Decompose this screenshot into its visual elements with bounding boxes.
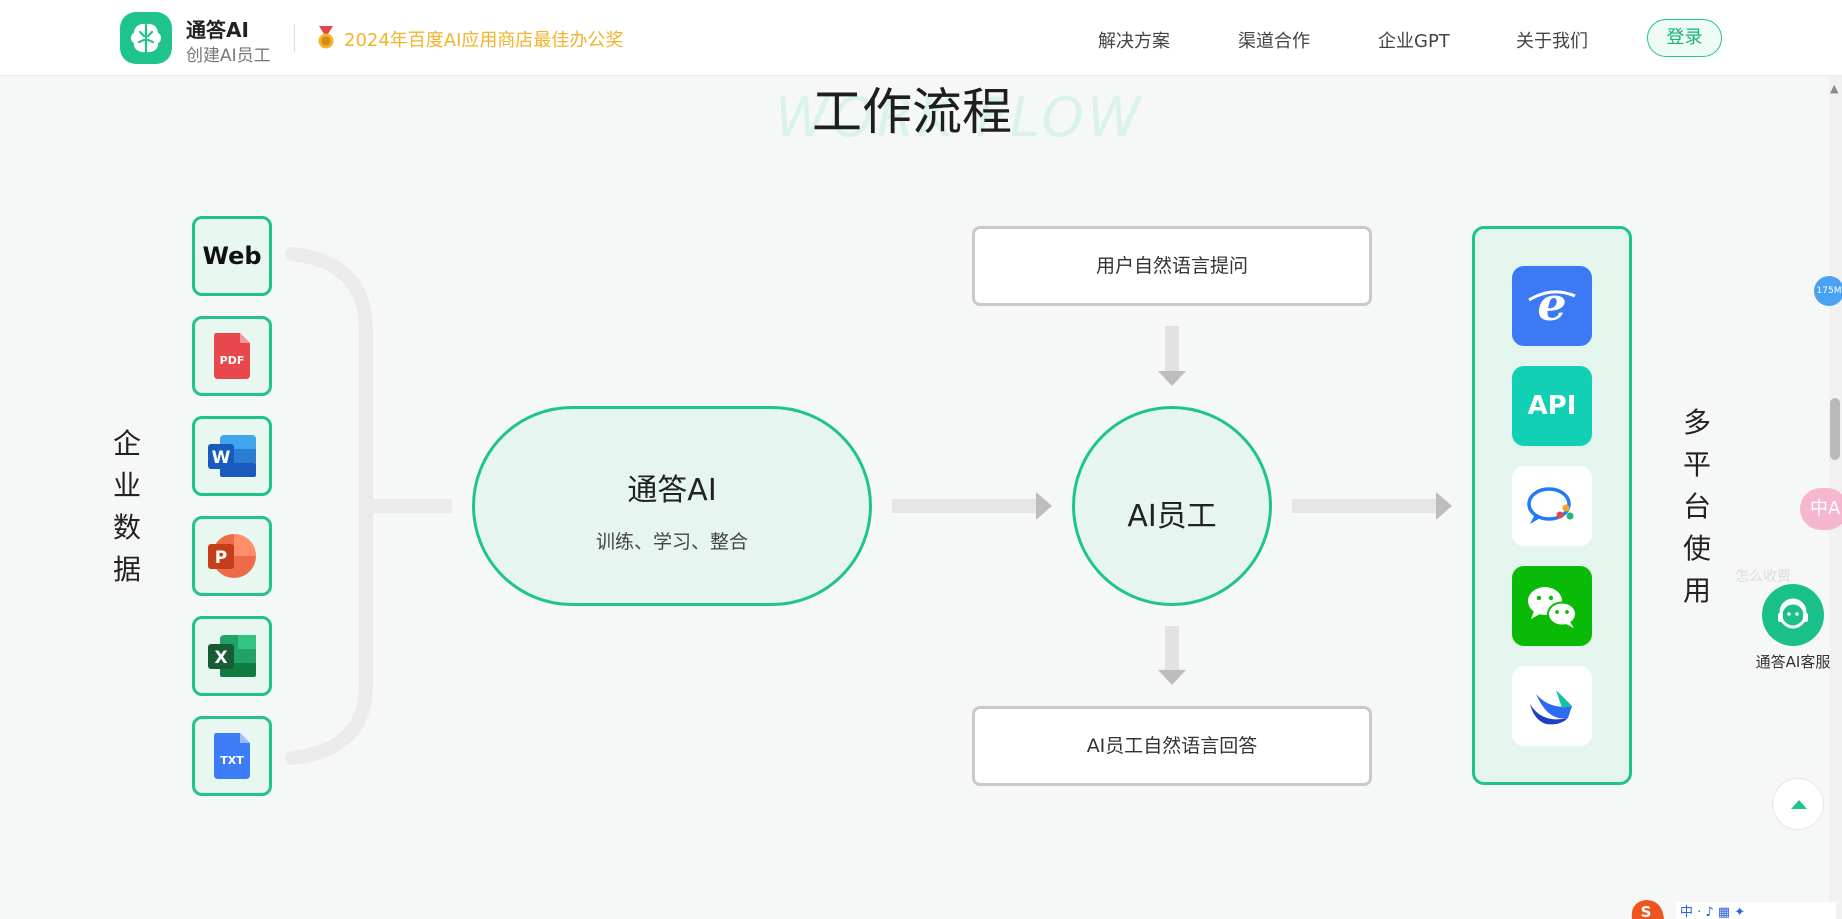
chat-bubble-icon[interactable]	[1512, 466, 1592, 546]
memory-badge[interactable]: 175M	[1814, 276, 1842, 306]
translate-button[interactable]: 中A	[1800, 488, 1842, 530]
powerpoint-letter: P	[215, 548, 227, 568]
source-bracket	[285, 247, 373, 765]
label-char: 用	[1682, 574, 1711, 607]
back-to-top-button[interactable]	[1772, 778, 1824, 830]
brand-tagline: 创建AI员工	[186, 46, 271, 66]
brand-name: 通答AI	[186, 18, 249, 42]
source-txt[interactable]: TXT	[192, 716, 272, 796]
label-char: 使	[1682, 532, 1711, 565]
label-char: 多	[1682, 406, 1711, 439]
word-letter: W	[212, 448, 231, 468]
api-label: API	[1527, 391, 1577, 421]
label-char: 台	[1682, 490, 1711, 523]
login-button[interactable]: 登录	[1647, 19, 1722, 57]
nav-about-us[interactable]: 关于我们	[1516, 31, 1588, 52]
ai-employee-title: AI员工	[1127, 499, 1217, 534]
ai-employee-node: AI员工	[1072, 406, 1272, 606]
customer-service-label: 通答AI客服	[1755, 653, 1831, 671]
ai-answer-box: AI员工自然语言回答	[972, 706, 1372, 786]
multi-platform-label: 多 平 台 使 用	[1677, 402, 1717, 612]
arrow-to-ai-employee	[892, 492, 1052, 520]
section-title: 工作流程	[812, 83, 1012, 141]
powerpoint-icon: P	[208, 534, 256, 578]
source-excel[interactable]: X	[192, 616, 272, 696]
arrow-question-down	[1158, 326, 1186, 386]
wechat-icon[interactable]	[1512, 566, 1592, 646]
excel-letter: X	[214, 648, 227, 668]
scrollbar-thumb[interactable]	[1830, 398, 1840, 460]
arrow-up-icon	[1791, 800, 1807, 809]
svg-text:e: e	[1537, 277, 1566, 331]
web-label: Web	[202, 242, 262, 270]
browser-ie-icon[interactable]: e	[1512, 266, 1592, 346]
label-char: 企	[112, 427, 141, 460]
arrow-answer-down	[1158, 626, 1186, 685]
user-question-box: 用户自然语言提问	[972, 226, 1372, 306]
source-pdf[interactable]: PDF	[192, 316, 272, 396]
medal-icon	[315, 26, 337, 54]
source-powerpoint[interactable]: P	[192, 516, 272, 596]
source-web[interactable]: Web	[192, 216, 272, 296]
header-divider	[294, 24, 295, 52]
word-icon: W	[208, 435, 256, 477]
top-navbar: 通答AI 创建AI员工 2024年百度AI应用商店最佳办公奖 解决方案 渠道合作…	[0, 0, 1842, 76]
txt-icon: TXT	[214, 733, 250, 779]
arrow-to-platforms	[1292, 492, 1452, 520]
tongda-ai-training-node: 通答AI 训练、学习、整合	[472, 406, 872, 606]
ime-toolbar[interactable]: S 中 · ♪ ▦ ✦	[1624, 896, 1842, 919]
label-char: 据	[112, 553, 141, 586]
api-icon[interactable]: API	[1512, 366, 1592, 446]
customer-service-button[interactable]	[1762, 584, 1824, 646]
section-watermark: WORK FLOW	[775, 86, 1144, 149]
enterprise-data-label: 企 业 数 据	[107, 423, 147, 591]
pdf-icon: PDF	[214, 333, 250, 379]
headset-icon	[1778, 598, 1808, 629]
svg-text:中 · ♪ ▦ ✦: 中 · ♪ ▦ ✦	[1680, 905, 1745, 919]
label-char: 数	[112, 511, 141, 544]
txt-label: TXT	[220, 754, 244, 767]
label-char: 业	[112, 469, 141, 502]
excel-icon: X	[208, 635, 256, 677]
source-word[interactable]: W	[192, 416, 272, 496]
training-node-subtitle: 训练、学习、整合	[595, 531, 748, 553]
nav-solutions[interactable]: 解决方案	[1098, 31, 1170, 52]
scroll-up-arrow-icon[interactable]: ▲	[1830, 82, 1839, 95]
brain-logo-icon[interactable]	[120, 12, 172, 64]
nav-channel-partners[interactable]: 渠道合作	[1238, 31, 1310, 52]
training-node-title: 通答AI	[627, 473, 717, 508]
nav-enterprise-gpt[interactable]: 企业GPT	[1378, 31, 1450, 52]
svg-text:S: S	[1641, 903, 1652, 919]
faded-pricing-hint: 怎么收费	[1735, 569, 1791, 585]
lark-feishu-icon[interactable]	[1512, 666, 1592, 746]
pdf-label: PDF	[220, 354, 245, 367]
label-char: 平	[1682, 448, 1711, 481]
award-banner[interactable]: 2024年百度AI应用商店最佳办公奖	[344, 30, 624, 51]
